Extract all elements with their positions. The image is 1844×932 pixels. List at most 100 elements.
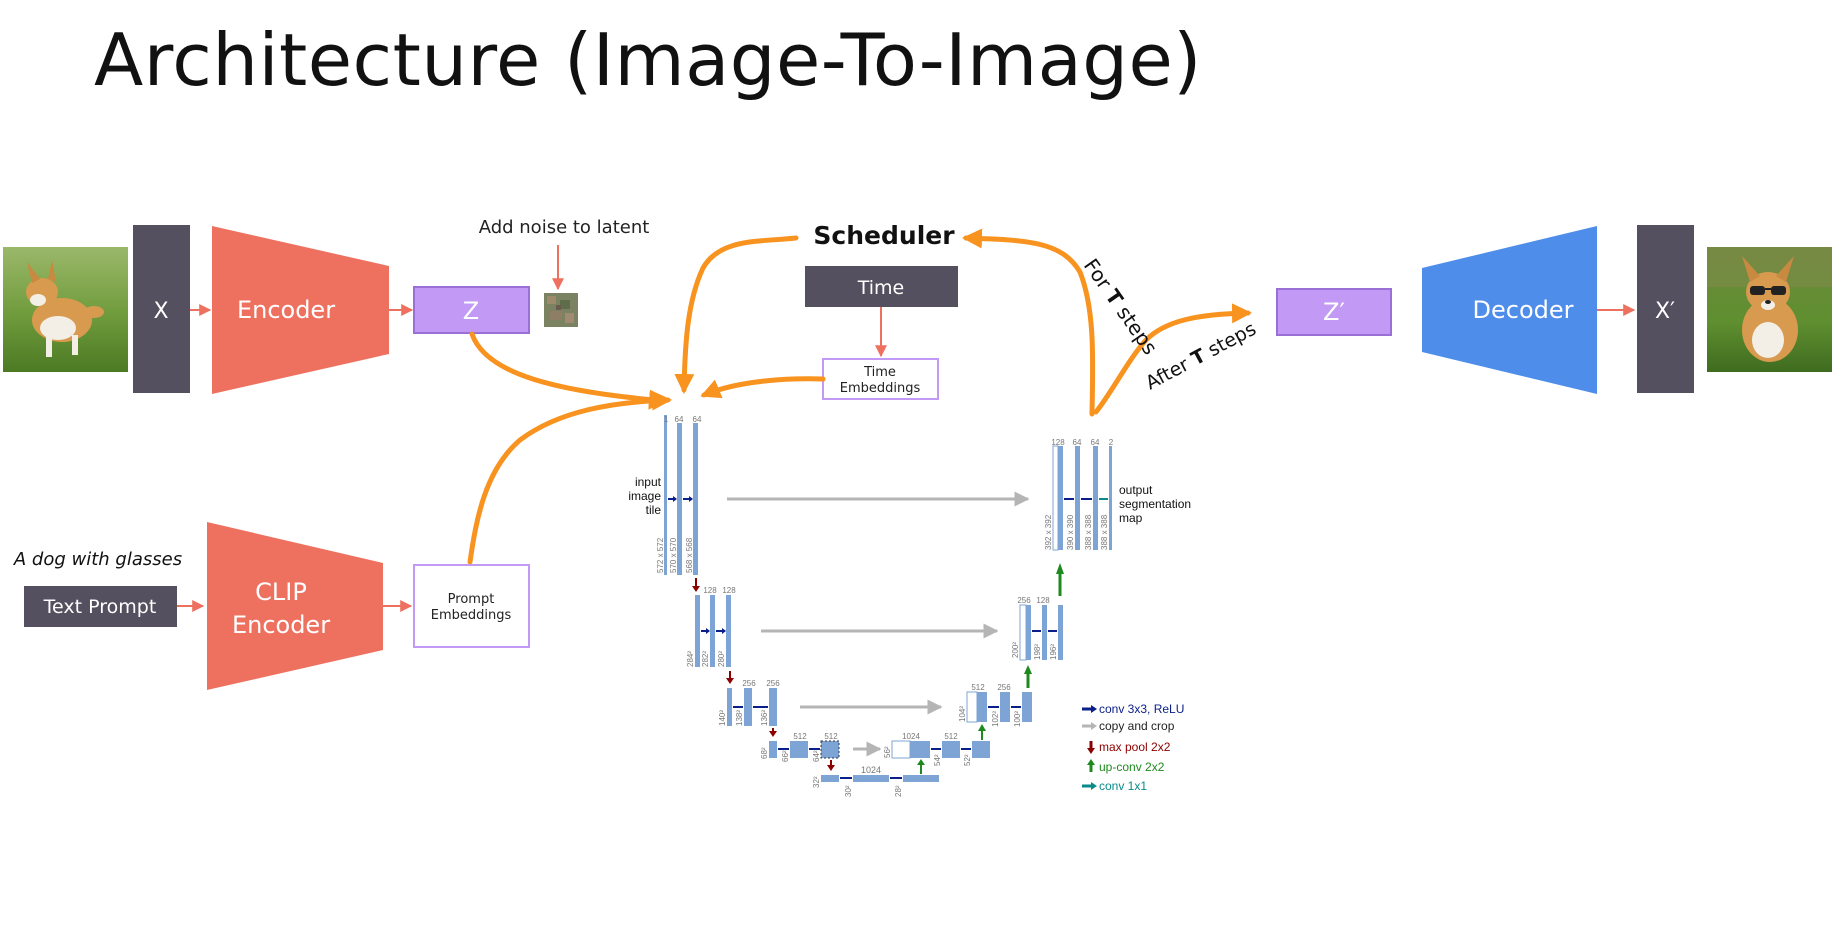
channel-label: 1024	[902, 732, 920, 741]
unet-block	[942, 741, 960, 758]
prompt-text: A dog with glasses	[13, 549, 182, 570]
upconv-arrow-head	[917, 759, 925, 765]
maxpool-arrow-head	[692, 586, 700, 592]
unet-block	[1022, 692, 1032, 722]
legend-upconv-arrow-head	[1087, 759, 1095, 765]
x-label: X	[153, 299, 168, 324]
unet-legend: conv 3x3, ReLU copy and crop max pool 2x…	[1082, 702, 1184, 793]
size-label: 570 x 570	[669, 537, 678, 573]
arrow-prompt-to-unet	[467, 390, 672, 565]
add-noise-label: Add noise to latent	[479, 217, 650, 238]
unet-block-copied	[1052, 445, 1059, 551]
size-label: 66²	[781, 750, 790, 762]
unet-block	[972, 741, 990, 758]
arrow-scheduler-to-unet	[674, 235, 799, 394]
channel-label: 2	[1109, 438, 1114, 447]
x-input-box	[133, 225, 190, 393]
legend-conv-arrow-head	[1091, 705, 1097, 713]
legend-conv1x1-label: conv 1x1	[1099, 779, 1147, 793]
size-label: 390 x 390	[1066, 514, 1075, 550]
size-label: 28²	[894, 785, 903, 797]
unet-block	[744, 688, 752, 726]
size-label: 32²	[812, 776, 821, 788]
unet-block	[1058, 446, 1063, 550]
noise-thumbnail-image	[544, 293, 578, 327]
time-label: Time	[857, 277, 905, 299]
size-label: 388 x 388	[1084, 514, 1093, 550]
clip-encoder-block	[207, 522, 383, 690]
size-label: 68²	[760, 747, 769, 759]
unet-block-copied	[966, 691, 978, 723]
size-label: 136²	[760, 710, 769, 726]
output-label-line3: map	[1119, 511, 1143, 525]
channel-label: 64	[693, 415, 702, 424]
channel-label: 256	[742, 679, 756, 688]
legend-conv-label: conv 3x3, ReLU	[1099, 702, 1184, 716]
channel-label: 64	[1073, 438, 1082, 447]
unet-block	[693, 423, 698, 575]
unet-block-copied	[1019, 604, 1027, 661]
size-label: 140²	[718, 710, 727, 726]
size-label: 572 x 572	[656, 537, 665, 573]
time-embeddings-line1: Time	[863, 365, 896, 380]
channel-label: 512	[793, 732, 807, 741]
unet-block	[910, 741, 930, 758]
output-label-line2: segmentation	[1119, 497, 1191, 511]
channel-label: 512	[824, 732, 838, 741]
conv-arrow-head	[706, 628, 710, 634]
clip-label-line1: CLIP	[255, 578, 307, 606]
size-label: 104²	[958, 706, 967, 722]
maxpool-arrow-head	[726, 678, 734, 684]
size-label: 64²	[812, 750, 821, 762]
upconv-arrow-head	[978, 724, 986, 731]
conv-arrow-head	[689, 496, 693, 502]
channel-label: 256	[997, 683, 1011, 692]
scheduler-label: Scheduler	[813, 221, 955, 250]
unet-block	[1058, 605, 1063, 660]
unet-block	[1093, 446, 1098, 550]
legend-maxpool-label: max pool 2x2	[1099, 740, 1171, 754]
unet-block	[710, 595, 715, 667]
time-box	[805, 266, 958, 307]
unet-block	[727, 688, 732, 726]
unet-block	[821, 775, 839, 782]
prompt-embeddings-box	[413, 564, 530, 648]
decoder-label: Decoder	[1473, 296, 1574, 324]
upconv-arrow-head	[1056, 563, 1064, 574]
text-prompt-box	[24, 586, 177, 627]
size-label: 198²	[1033, 644, 1042, 660]
unet-block	[726, 595, 731, 667]
size-label: 102²	[991, 711, 1000, 727]
unet-block	[1026, 605, 1031, 660]
channel-label: 1024	[861, 765, 881, 775]
upconv-arrow-head	[1024, 665, 1032, 674]
unet-block	[695, 595, 700, 667]
size-label: 280²	[717, 651, 726, 667]
unet-block	[903, 775, 939, 782]
unet-block	[677, 423, 682, 575]
unet-block	[977, 692, 987, 722]
size-label: 56²	[883, 746, 892, 758]
prompt-embeddings-line1: Prompt	[448, 592, 495, 607]
unet-diagram: 1 64 64 input image tile 572 x 572 570 x…	[628, 415, 1191, 797]
size-label: 568 x 568	[685, 537, 694, 573]
maxpool-arrow-head	[769, 731, 777, 737]
unet-block	[769, 741, 777, 758]
unet-block	[1000, 692, 1010, 722]
input-label-line3: tile	[646, 503, 662, 517]
size-label: 54²	[933, 754, 942, 766]
output-dog-image	[1707, 247, 1832, 372]
input-label-line1: input	[635, 475, 662, 489]
size-label: 196²	[1049, 644, 1058, 660]
channel-label: 512	[944, 732, 958, 741]
channel-label: 128	[722, 586, 736, 595]
text-prompt-label: Text Prompt	[43, 596, 157, 618]
channel-label: 512	[971, 683, 985, 692]
channel-label: 128	[1051, 438, 1065, 447]
legend-copy-label: copy and crop	[1099, 719, 1175, 733]
legend-upconv-label: up-conv 2x2	[1099, 760, 1165, 774]
clip-label-line2: Encoder	[232, 611, 330, 639]
decoder-block	[1422, 226, 1597, 394]
size-label: 388 x 388	[1100, 514, 1109, 550]
legend-conv1x1-arrow-head	[1091, 782, 1097, 790]
